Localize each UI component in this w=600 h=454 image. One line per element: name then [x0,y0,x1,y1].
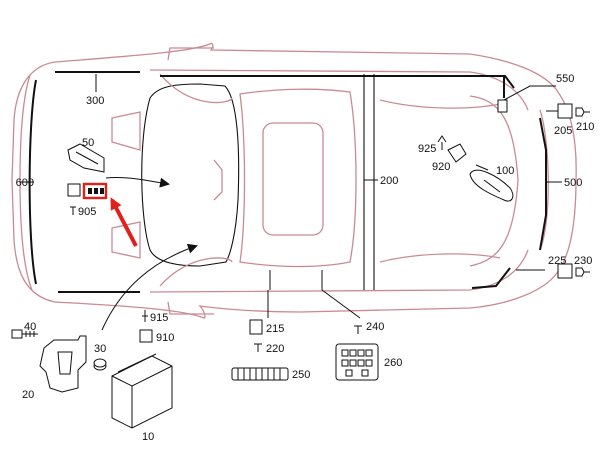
nut-30-icon [93,358,107,371]
cabin-structure [141,73,519,290]
callout-205: 205 [554,125,572,137]
pin-915-icon [142,310,148,322]
callout-920: 920 [432,161,450,173]
callout-925: 925 [418,143,436,155]
control-unit-10 [111,353,173,429]
plug-210-icon [575,107,590,117]
callout-210: 210 [576,121,594,133]
arrow-to-control-unit [101,243,198,331]
component-550-icon [497,99,508,113]
wiring-harness [28,71,547,293]
pin-925-icon [437,135,447,150]
connector-205-icon [546,103,573,119]
connector-strip-250 [231,367,289,381]
callout-20: 20 [22,389,34,401]
callout-100: 100 [496,165,514,177]
callout-225: 225 [548,255,566,267]
connector-920-icon [447,143,467,163]
callout-labels: 10 20 30 40 50 100 200 205 210 215 220 2… [16,73,595,443]
callout-215: 215 [266,323,284,335]
callout-910: 910 [156,332,174,344]
connector-215-icon [249,319,263,335]
connector-block-icon [67,183,81,197]
pin-240-icon [354,325,362,334]
callout-500: 500 [564,177,582,189]
connector-910-icon [139,329,153,343]
callout-260: 260 [384,357,402,369]
bracket-50 [67,143,105,173]
connector-225-icon [557,263,573,279]
multi-pin-connector-260 [335,343,379,381]
red-highlight-arrow [110,197,138,247]
callout-905: 905 [78,206,96,218]
callout-915: 915 [150,312,168,324]
callout-600: 600 [16,177,34,189]
callout-250: 250 [292,369,310,381]
connector-pins [88,188,104,194]
callout-30: 30 [94,343,106,355]
arrow-to-front-module [105,177,170,188]
mounting-bracket-20 [39,335,87,393]
callout-300: 300 [86,95,104,107]
callout-200: 200 [380,175,398,187]
pin-905-icon [70,206,76,215]
callout-leaders [20,74,562,319]
pin-220-icon [254,343,262,352]
callout-220: 220 [266,343,284,355]
callout-240: 240 [366,321,384,333]
module-100 [469,169,514,202]
callout-40: 40 [24,321,36,333]
callout-550: 550 [556,73,574,85]
bolt-40-icon [11,329,38,339]
callout-50: 50 [82,137,94,149]
callout-230: 230 [574,255,592,267]
callout-10: 10 [142,431,154,443]
plug-230-icon [575,267,590,277]
